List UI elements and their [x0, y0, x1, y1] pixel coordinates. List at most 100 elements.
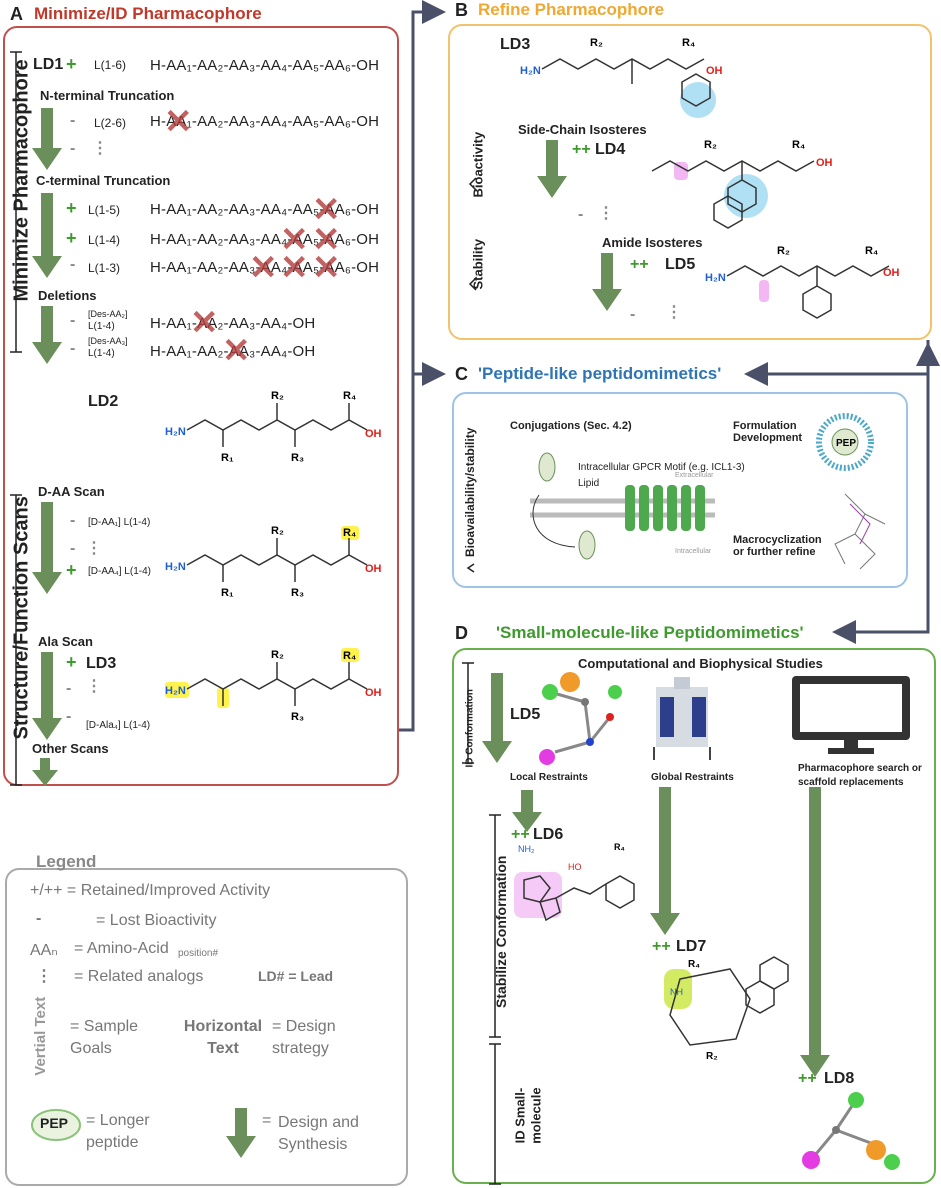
l14-label: L(1-4) — [88, 321, 115, 332]
arrow-b2 — [592, 253, 622, 311]
svg-text:R₄: R₄ — [682, 37, 695, 49]
arrow-b1 — [537, 140, 567, 198]
svg-text:R₄: R₄ — [865, 245, 878, 257]
panel-b-letter: B — [455, 0, 468, 20]
svg-text:R₄: R₄ — [688, 959, 700, 970]
plus-sign: + — [66, 228, 77, 248]
svg-text:H₂N: H₂N — [520, 65, 541, 77]
legend-row-lead: LD# = Lead — [258, 968, 334, 984]
l13-label: L(1-3) — [88, 261, 121, 275]
dplus-sign: ++ — [572, 141, 591, 158]
daa4-label: [D-AA₄] L(1-4) — [88, 566, 151, 577]
arrow-a2 — [32, 193, 62, 278]
arrow-d2 — [512, 790, 542, 832]
ala-structure: H₂N R₂ R₃ R₄ OH — [165, 648, 382, 723]
ld8-ball-stick — [802, 1092, 900, 1170]
seq-l15: H-AA₁-AA₂-AA₃-AA₄-AA₅-AA₆-OH — [150, 201, 380, 218]
svg-text:HO: HO — [568, 862, 582, 872]
svg-text:H₂N: H₂N — [705, 272, 726, 284]
dots-icon: ⋮ — [86, 540, 102, 557]
svg-text:OH: OH — [816, 157, 833, 169]
ld7-structure: R₄ NH R₂ — [664, 956, 789, 1062]
legend-title: Legend — [36, 852, 97, 871]
minus-sign: - — [630, 306, 636, 323]
seq-des2: H-AA₁-AA₂-AA₃-AA₄-OH — [150, 315, 316, 332]
arrow-d3 — [650, 787, 680, 935]
svg-text:H₂N: H₂N — [165, 685, 186, 697]
l16-label: L(1-6) — [94, 58, 127, 72]
svg-text:OH: OH — [365, 563, 382, 575]
pep-icon: PEP — [816, 413, 874, 471]
des2-label: [Des-AA₂] — [88, 309, 128, 319]
conj-label: Conjugations (Sec. 4.2) — [510, 420, 632, 432]
legend-horiz-text: Horizontal Text — [183, 1018, 263, 1058]
cross-aa6: ✕ — [312, 249, 341, 287]
svg-text:R₂: R₂ — [271, 649, 284, 661]
minus-sign: - — [70, 256, 76, 273]
panel-c-title: 'Peptide-like peptidomimetics' — [478, 364, 722, 383]
dots-icon: ⋮ — [666, 304, 682, 321]
membrane-diagram: Extracellular Intracellular — [530, 452, 715, 560]
panel-d-letter: D — [455, 623, 468, 643]
cross-aa4: ✕ — [249, 249, 278, 287]
dala-label: [D-Ala₄] L(1-4) — [86, 720, 151, 731]
panel-a-letter: A — [10, 4, 23, 24]
seq-l26: H-AA₁-AA₂-AA₃-AA₄-AA₅-AA₆-OH — [150, 113, 380, 130]
legend-longer-peptide: = Longer peptide — [86, 1112, 150, 1152]
global-label: Global Restraints — [651, 772, 734, 783]
arrow-d1 — [482, 673, 512, 763]
svg-text:R₂: R₂ — [271, 390, 284, 402]
svg-text:R₃: R₃ — [291, 587, 304, 599]
plus-sign: + — [66, 198, 77, 218]
ld2-label: LD2 — [88, 393, 119, 410]
macrocycle-icon — [834, 493, 886, 570]
pharm-label: Pharmacophore search or scaffold replace… — [798, 763, 922, 788]
amide-label: Amide Isosteres — [602, 235, 703, 250]
daa-structure: H₂N R₁ R₂ R₃ R₄ OH — [165, 525, 382, 599]
ld3-label: LD3 — [500, 36, 531, 53]
svg-text:PEP: PEP — [836, 438, 856, 449]
arrow-a3 — [32, 306, 62, 364]
svg-text:R₃: R₃ — [291, 452, 304, 464]
cross-aa6: ✕ — [312, 221, 341, 259]
panel-c — [452, 392, 908, 588]
legend-arrow-equals: = — [262, 1112, 272, 1129]
nmr-icon — [653, 677, 711, 760]
deletions-label: Deletions — [38, 288, 97, 303]
svg-text:R₄: R₄ — [343, 527, 356, 539]
minus-sign: - — [66, 680, 72, 697]
svg-text:R₂: R₂ — [271, 525, 284, 537]
svg-text:R₂: R₂ — [704, 139, 717, 151]
seq-ld1: H-AA₁-AA₂-AA₃-AA₄-AA₅-AA₆-OH — [150, 57, 380, 74]
svg-text:R₄: R₄ — [343, 390, 356, 402]
c-trunc-label: C-terminal Truncation — [36, 173, 171, 188]
dots-icon: ⋮ — [598, 205, 614, 222]
svg-text:R₂: R₂ — [777, 245, 790, 257]
legend-pep-label: PEP — [40, 1115, 69, 1131]
svg-text:Intracellular: Intracellular — [675, 548, 712, 555]
n-trunc-label: N-terminal Truncation — [40, 88, 175, 103]
dplus-sign: ++ — [630, 256, 649, 273]
svg-text:H₂N: H₂N — [165, 426, 186, 438]
cross-aa5: ✕ — [280, 221, 309, 259]
daa-scan-label: D-AA Scan — [38, 484, 105, 499]
svg-text:Extracellular: Extracellular — [675, 472, 714, 479]
ld5-label: LD5 — [665, 256, 696, 273]
legend-row-retained: +/++ = Retained/Improved Activity — [30, 882, 271, 899]
minus-sign: - — [66, 708, 72, 725]
legend-row-analogs: = Related analogs — [74, 968, 204, 985]
dplus-sign: ++ — [798, 1070, 817, 1087]
arrow-a4 — [32, 502, 62, 594]
svg-text:NH: NH — [670, 987, 683, 997]
minus-sign: - — [70, 112, 76, 129]
svg-text:R₂: R₂ — [706, 1051, 718, 1062]
panel-a-title: Minimize/ID Pharmacophore — [34, 4, 262, 23]
minus-sign: - — [70, 540, 76, 557]
dplus-sign: ++ — [652, 938, 671, 955]
cross-aa3: ✕ — [222, 332, 251, 370]
legend-row-aa-sub: position# — [178, 948, 219, 959]
cross-aa1: ✕ — [164, 103, 193, 141]
ld3-label: LD3 — [86, 655, 117, 672]
seq-l14: H-AA₁-AA₂-AA₃-AA₄-AA₅-AA₆-OH — [150, 231, 380, 248]
ld4-structure: R₂ R₄ OH — [651, 139, 833, 229]
